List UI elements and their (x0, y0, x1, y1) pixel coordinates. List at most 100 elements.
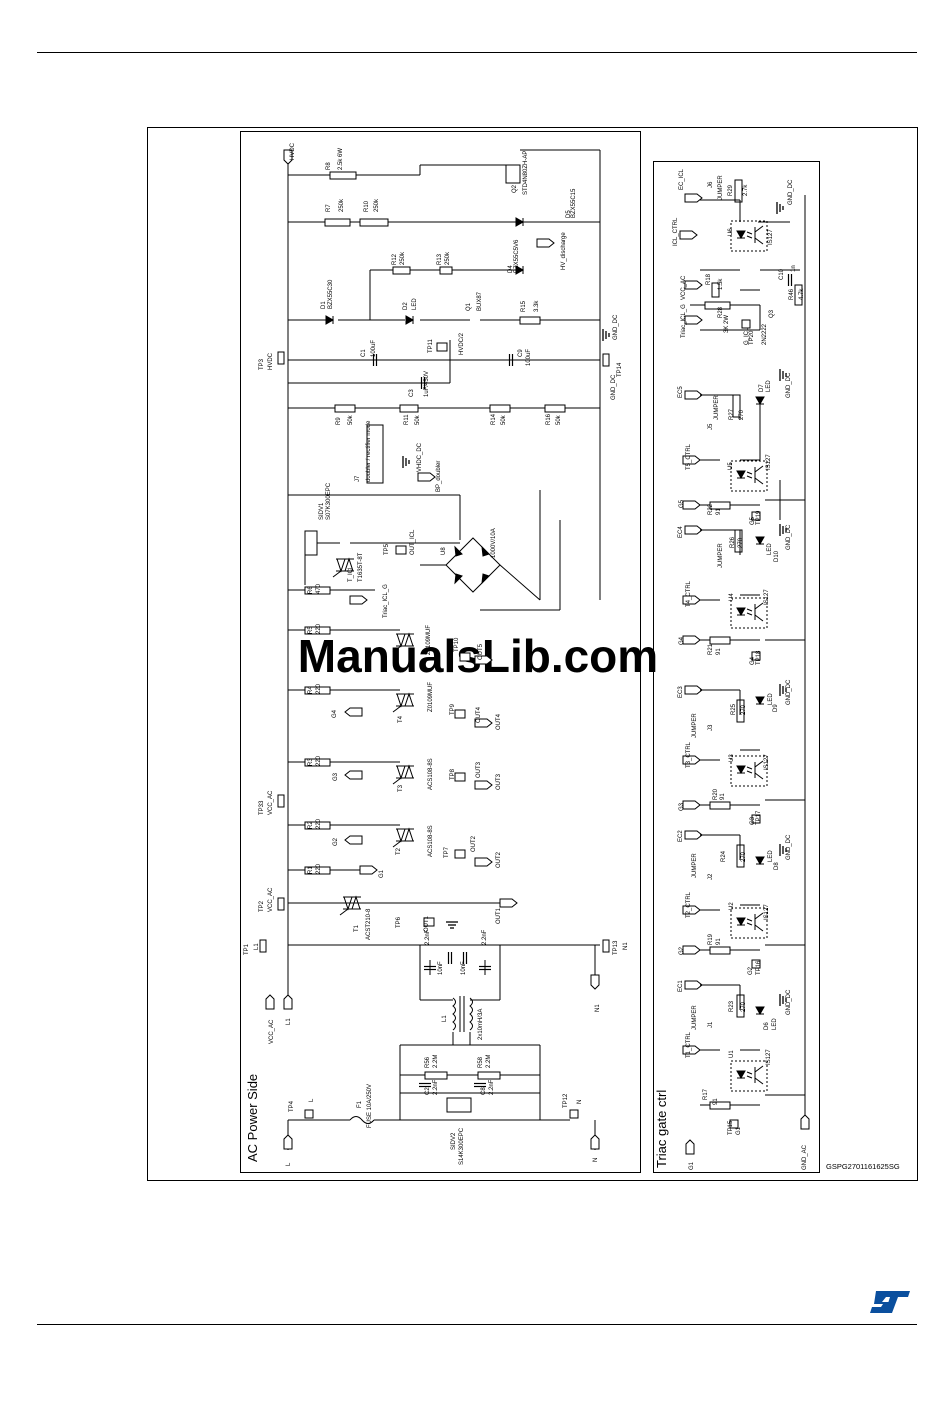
label-r14: R14 (491, 413, 497, 425)
optocoupler-u2 (730, 907, 768, 939)
resistor-r13 (439, 266, 453, 275)
label-led10: LED (767, 543, 773, 555)
label-tp33: TP33 (259, 800, 265, 815)
label-r1: R1 (308, 866, 314, 874)
resistor-r14 (489, 404, 511, 413)
led-d9 (755, 696, 765, 706)
label-t4-ctrl: T4_CTRL (686, 580, 692, 607)
connector-ec5 (684, 390, 703, 400)
label-tp14: TP14 (617, 362, 623, 377)
label-c9-val: 100uF (526, 349, 532, 366)
label-r20-val: 91 (720, 793, 726, 800)
label-r4-val: 220 (316, 683, 322, 694)
label-t5-ctrl: T5_CTRL (686, 443, 692, 470)
label-t3: T3 (398, 784, 404, 792)
label-u3-val: IS127 (764, 754, 770, 770)
label-gnd-dc-1: GND_DC (786, 989, 792, 1015)
triac-t3 (392, 764, 414, 785)
resistor-r21 (709, 636, 731, 645)
ground-gate4 (779, 524, 787, 536)
label-c1: C1 (361, 349, 367, 357)
led-d10 (755, 536, 765, 546)
label-g3: G3 (679, 802, 685, 811)
label-j5: J5 (708, 423, 714, 430)
label-vhdc-dc: VHDC_DC (417, 442, 423, 472)
connector-hvdc (283, 149, 293, 165)
figure-code: GSPG2701161625SG (826, 1162, 900, 1171)
gate-wiring (690, 195, 806, 1115)
label-t1-val: ACST210-8 (366, 908, 372, 940)
label-q1: Q1 (466, 302, 472, 311)
label-tp9: TP9 (450, 703, 456, 715)
testpoint-tp10 (459, 652, 471, 662)
label-r24-val: 270 (741, 851, 747, 862)
testpoint-tp8 (454, 772, 466, 782)
triac-gate-ctrl-title: Triac gate ctrl (654, 1090, 669, 1168)
label-t-icl: T_ICL (348, 565, 354, 582)
capacitor-c2 (419, 1082, 431, 1088)
connector-gnd-ac (800, 1114, 810, 1130)
label-t2-ctrl: T2_CTRL (686, 891, 692, 918)
label-u6: U6 (728, 228, 734, 236)
label-r22-val: 91 (716, 508, 722, 515)
testpoint-tp11 (436, 342, 448, 352)
label-tp3: TP3 (259, 358, 265, 370)
label-u4: U4 (729, 593, 735, 601)
label-t-icl-val: T1635T-8T (358, 552, 364, 582)
label-g2: G2 (333, 837, 339, 846)
testpoint-tp18 (751, 651, 761, 661)
label-r58: R58 (478, 1056, 484, 1068)
label-gnd-dc-3: GND_DC (786, 679, 792, 705)
label-d8: D8 (774, 862, 780, 870)
triac-t4 (392, 692, 414, 713)
led-d6 (755, 1006, 765, 1016)
label-r58-val: 2.2M (486, 1055, 492, 1068)
label-tp4: TP4 (289, 1100, 295, 1112)
led-d2 (405, 315, 415, 325)
label-l-in: L (286, 1162, 292, 1166)
label-d1-val: BZX55C30 (328, 279, 334, 309)
label-d7: D7 (759, 384, 765, 392)
label-q3-val: 2N2222 (762, 323, 768, 345)
label-u8-val: 1000V/10A (491, 528, 497, 558)
label-r12-val: 250k (400, 251, 406, 265)
label-l1-tp: L1 (254, 943, 260, 950)
label-r6-val: 470 (316, 583, 322, 594)
resistor-r7 (324, 218, 351, 227)
label-r5-val: 220 (316, 623, 322, 634)
label-led7: LED (766, 380, 772, 392)
label-sidv2-val: S14K300EPC (459, 1127, 465, 1165)
label-c8-val: 2.2nF (489, 1079, 495, 1095)
label-r16: R16 (546, 413, 552, 425)
label-c4: 2.2nF (425, 929, 431, 945)
resistor-r11 (399, 404, 419, 413)
label-n1-tp: N1 (623, 942, 629, 950)
label-u4-val: IS127 (764, 589, 770, 605)
connector-g1 (685, 1139, 695, 1155)
label-c9: C9 (518, 349, 524, 357)
label-d4-val: BZX55C5V6 (514, 239, 520, 273)
label-d5-val: BZX55C15 (571, 188, 577, 218)
label-f1: F1 (357, 1100, 363, 1108)
label-r11: R11 (404, 414, 410, 425)
label-r25: R25 (731, 703, 737, 715)
capacitor-c1 (372, 354, 378, 366)
triac-gate-panel (653, 161, 820, 1173)
optocoupler-u3 (730, 755, 768, 787)
label-out-icl: OUT_ICL (410, 529, 416, 555)
label-g1: G1 (689, 1161, 695, 1170)
label-led9: LED (768, 693, 774, 705)
label-r46-val: 4.7k (799, 288, 805, 300)
zener-d4 (515, 265, 525, 275)
resistor-r6 (304, 586, 331, 595)
label-out4: OUT4 (496, 713, 502, 730)
label-g2: G2 (679, 946, 685, 955)
label-g1: G1 (379, 869, 385, 878)
connector-ec3 (684, 685, 703, 695)
label-jumper3: JUMPER (692, 713, 698, 738)
connector-l (283, 1134, 293, 1150)
optocoupler-u6 (730, 220, 768, 252)
label-ec5: EC5 (678, 386, 684, 398)
label-tp12: TP12 (563, 1093, 569, 1108)
